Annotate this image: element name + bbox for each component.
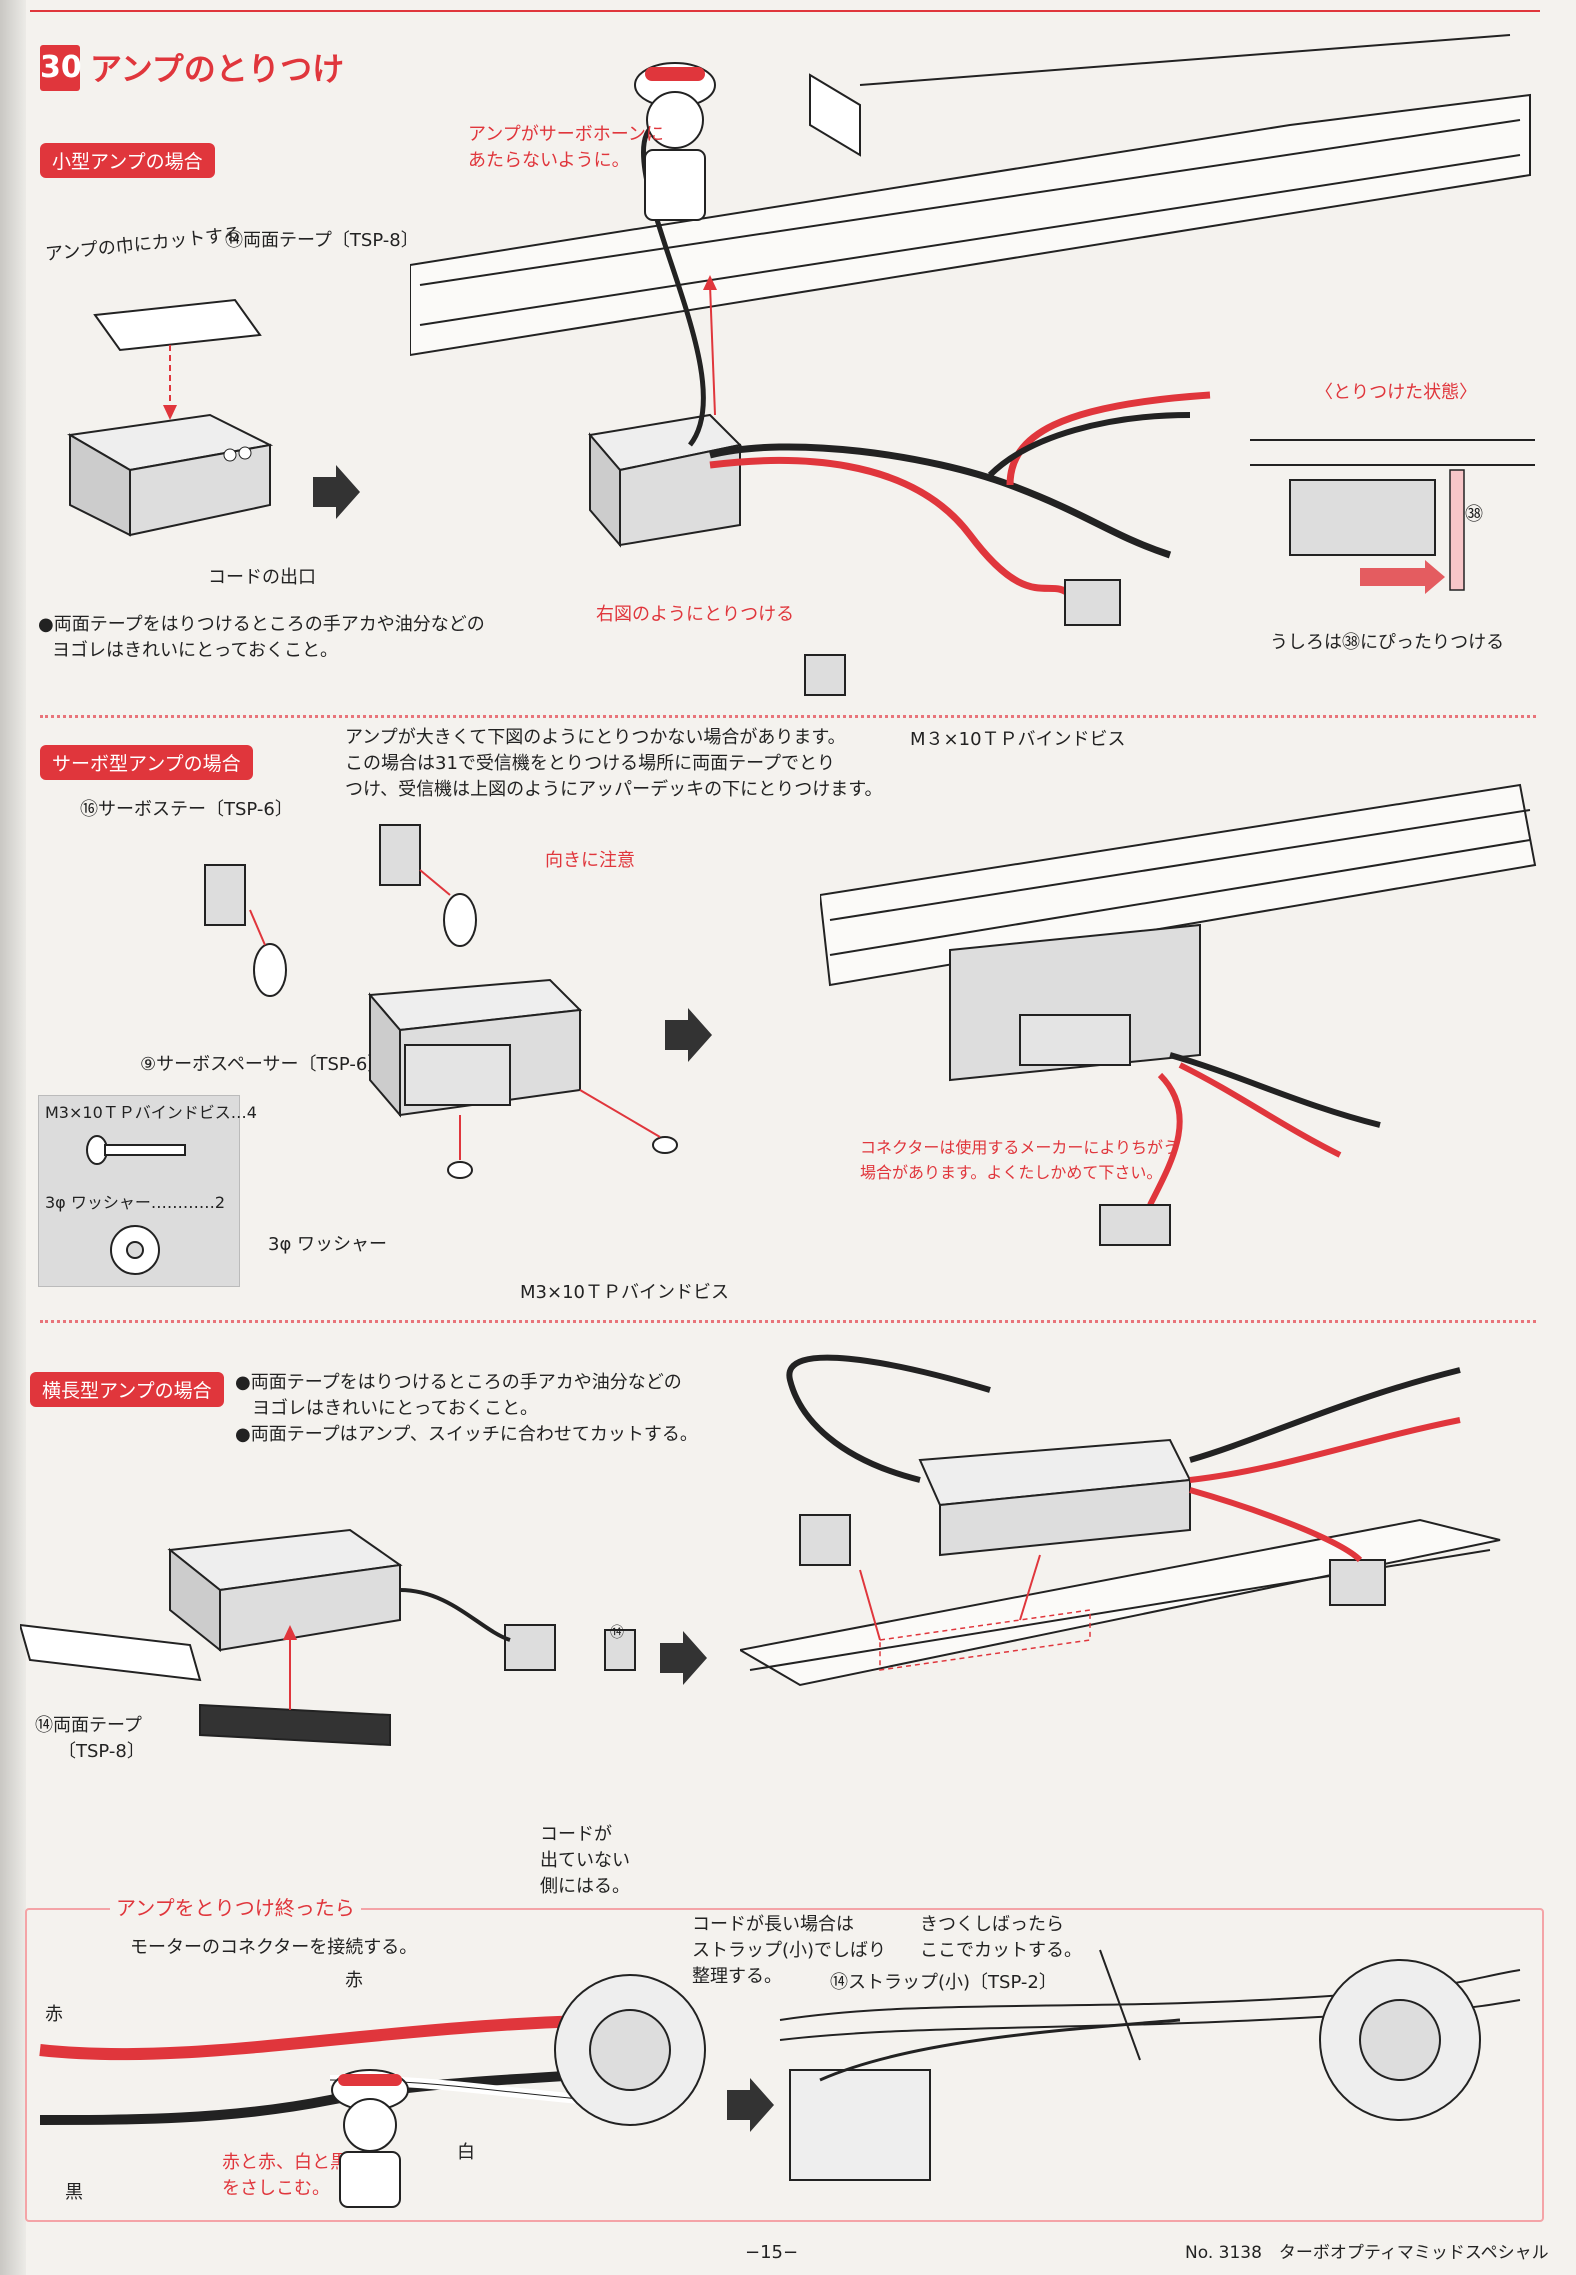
model-name: No. 3138 ターボオプティマミッドスペシャル [1185, 2243, 1549, 2263]
page-title: アンプのとりつけ [90, 50, 345, 88]
chassis-small-amp-figure [410, 34, 1531, 696]
washer-icon [110, 1225, 160, 1275]
wire-white-label: 白 [457, 2142, 475, 2163]
chassis-servo-amp-figure [820, 783, 1537, 1246]
page-spine [0, 0, 26, 2275]
section-label-servo-amp: サーボ型アンプの場合 [40, 745, 253, 780]
long-tape-code: 〔TSP-8〕 [58, 1741, 145, 1762]
direction-arrow-4 [727, 2078, 774, 2132]
cut-note: アンプの巾にカットする [44, 223, 243, 266]
tape-bullet-line2: ヨゴレはきれいにとっておくこと。 [52, 640, 339, 661]
section-divider-2 [40, 1320, 1536, 1323]
tape-bullet-line1: ●両面テープをはりつけるところの手アカや油分などの [38, 614, 485, 635]
connector-note-line2: 場合があります。よくたしかめて下さい。 [860, 1163, 1163, 1182]
final-panel [25, 1908, 1544, 2222]
servo-intro-line3: つけ、受信機は上図のようにアッパーデッキの下にとりつけます。 [345, 779, 883, 800]
direction-arrow-2 [665, 1008, 712, 1062]
header-rule [30, 10, 1540, 12]
screw-icon [86, 1135, 186, 1165]
match-note-line1: 赤と赤、白と黒 [222, 2152, 348, 2173]
final-title: アンプをとりつけ終ったら [110, 1895, 361, 1921]
long-bullet1b: ヨゴレはきれいにとっておくこと。 [252, 1398, 539, 1419]
screw-label-top: M３×10ＴＰバインドビス [910, 729, 1126, 750]
tape-label: ⑭両面テープ〔TSP-8〕 [225, 230, 419, 251]
section-number-badge: 30 [40, 45, 82, 91]
motor-connector-figure [39, 1974, 706, 2126]
no-cord-line1: コードが [540, 1824, 612, 1845]
no-cord-line3: 側にはる。 [540, 1876, 630, 1897]
attached-state-figure [1250, 439, 1535, 594]
wire-red-label: 赤 [345, 1970, 363, 1991]
wire-black-label: 黒 [65, 2182, 83, 2203]
state-note: うしろは㊳にぴったりつける [1270, 632, 1505, 653]
servo-stay-label: ⑯サーボステー〔TSP-6〕 [80, 799, 293, 820]
long-tape-label: ⑭両面テープ [35, 1715, 142, 1736]
long-cord-line3: 整理する。 [692, 1966, 782, 1987]
strap-label: ⑭ストラップ(小)〔TSP-2〕 [830, 1972, 1057, 1993]
servo-amp-figure [204, 824, 678, 1179]
mascot-pointing-1 [634, 62, 716, 221]
servo-spacer-label: ⑨サーボスペーサー〔TSP-6〕 [140, 1054, 386, 1075]
long-cord-line2: ストラップ(小)でしばり [692, 1940, 887, 1961]
long-bullet1: ●両面テープをはりつけるところの手アカや油分などの [235, 1372, 682, 1393]
washer-label: 3φ ワッシャー [268, 1234, 388, 1255]
servo-intro-line1: アンプが大きくて下図のようにとりつかない場合があります。 [345, 727, 846, 748]
section-label-long-amp: 横長型アンプの場合 [30, 1372, 224, 1407]
cut-here-line1: きつくしばったら [920, 1914, 1064, 1935]
final-chassis-figure [779, 1949, 1521, 2181]
direction-note: 向きに注意 [545, 850, 635, 871]
attach-note: 右図のようにとりつける [596, 604, 795, 625]
connect-note: モーターのコネクターを接続する。 [130, 1937, 418, 1958]
long-bullet2: ●両面テープはアンプ、スイッチに合わせてカットする。 [235, 1424, 698, 1445]
cord-exit-label: コードの出口 [208, 567, 316, 588]
long-amp-figure [20, 1528, 636, 1747]
small-amp-figure [67, 298, 274, 537]
cut-here-line2: ここでカットする。 [920, 1940, 1082, 1961]
screw-label: M3×10ＴＰバインドビス [520, 1282, 729, 1303]
match-note-line2: をさしこむ。 [222, 2178, 330, 2199]
servo-horn-note-line2: あたらないように。 [468, 150, 630, 171]
state-title: 〈とりつけた状態〉 [1315, 382, 1478, 403]
state-part-ref: ㊳ [1465, 504, 1483, 525]
section-label-small-amp: 小型アンプの場合 [40, 143, 215, 178]
servo-horn-note-line1: アンプがサーボホーンに [468, 124, 664, 145]
long-cord-line1: コードが長い場合は [692, 1914, 854, 1935]
connector-note-line1: コネクターは使用するメーカーによりちがう [860, 1138, 1180, 1157]
long-part-no: ⑭ [610, 1625, 624, 1641]
section-divider-1 [40, 715, 1536, 718]
mascot-pointing-4 [331, 2069, 409, 2208]
no-cord-line2: 出ていない [540, 1850, 630, 1871]
servo-intro-line2: この場合は31で受信機をとりつける場所に両面テープでとり [345, 753, 836, 774]
chassis-long-amp-figure [740, 1354, 1501, 1687]
wire-red-label-left: 赤 [45, 2004, 63, 2025]
parts-screw-label: M3×10ＴＰバインドビス…4 [45, 1103, 257, 1122]
parts-washer-label: 3φ ワッシャー…………2 [45, 1193, 226, 1212]
direction-arrow-1 [313, 465, 360, 519]
direction-arrow-3 [660, 1631, 707, 1685]
page-number: −15− [745, 2242, 799, 2263]
